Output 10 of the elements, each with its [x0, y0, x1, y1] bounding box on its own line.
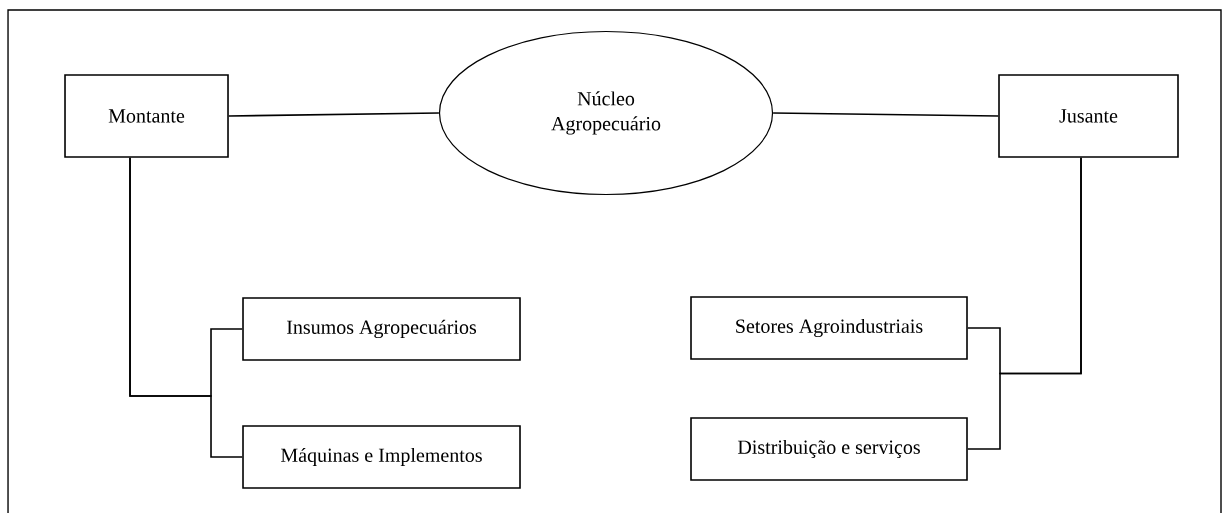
process-box: Distribuição e serviços: [690, 417, 968, 481]
process-box: Insumos Agropecuários: [242, 297, 521, 361]
connector-line: [228, 112, 440, 117]
connector-line: [967, 157, 1082, 450]
process-box: Setores Agroindustriais: [690, 296, 968, 360]
process-box: Máquinas e Implementos: [242, 425, 521, 489]
connector-line: [129, 157, 243, 458]
connector-line: [772, 112, 999, 117]
process-box: Jusante: [998, 74, 1179, 158]
process-box: Montante: [64, 74, 229, 158]
